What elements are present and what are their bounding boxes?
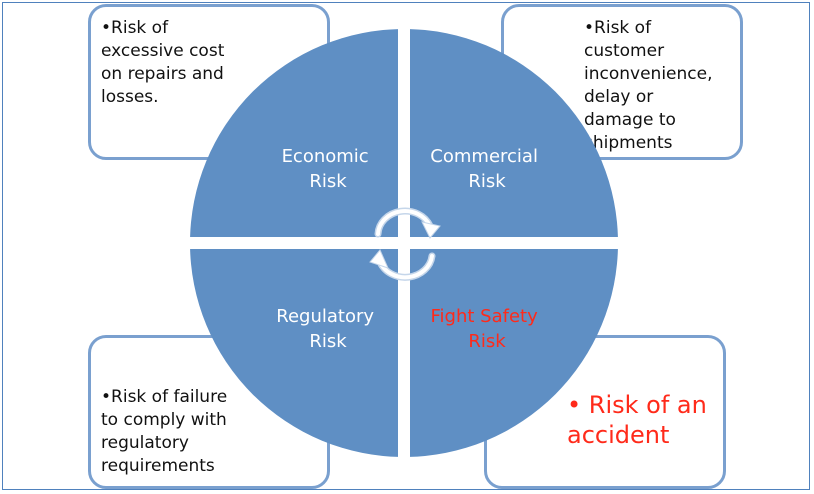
quadrant-regulatory [190, 249, 398, 457]
quadrant-safety [410, 249, 618, 457]
callout-economic-text: •Risk of excessive cost on repairs and l… [101, 18, 225, 107]
quadrant-commercial [410, 29, 618, 237]
callout-regulatory-text: •Risk of failure to comply with regulato… [101, 387, 228, 476]
cycle-arrows-icon [369, 207, 441, 281]
label-safety-risk: Fight Safety Risk [431, 306, 544, 352]
label-commercial-risk: Commercial Risk [430, 146, 543, 192]
callout-safety-text: • Risk of an accident [567, 391, 707, 449]
label-economic-risk: Economic Risk [282, 146, 375, 192]
callout-commercial-text: •Risk of customer inconvenience, delay o… [584, 18, 713, 153]
circle-quadrants [190, 29, 618, 457]
label-regulatory-risk: Regulatory Risk [276, 306, 380, 352]
quadrant-economic [190, 29, 398, 237]
